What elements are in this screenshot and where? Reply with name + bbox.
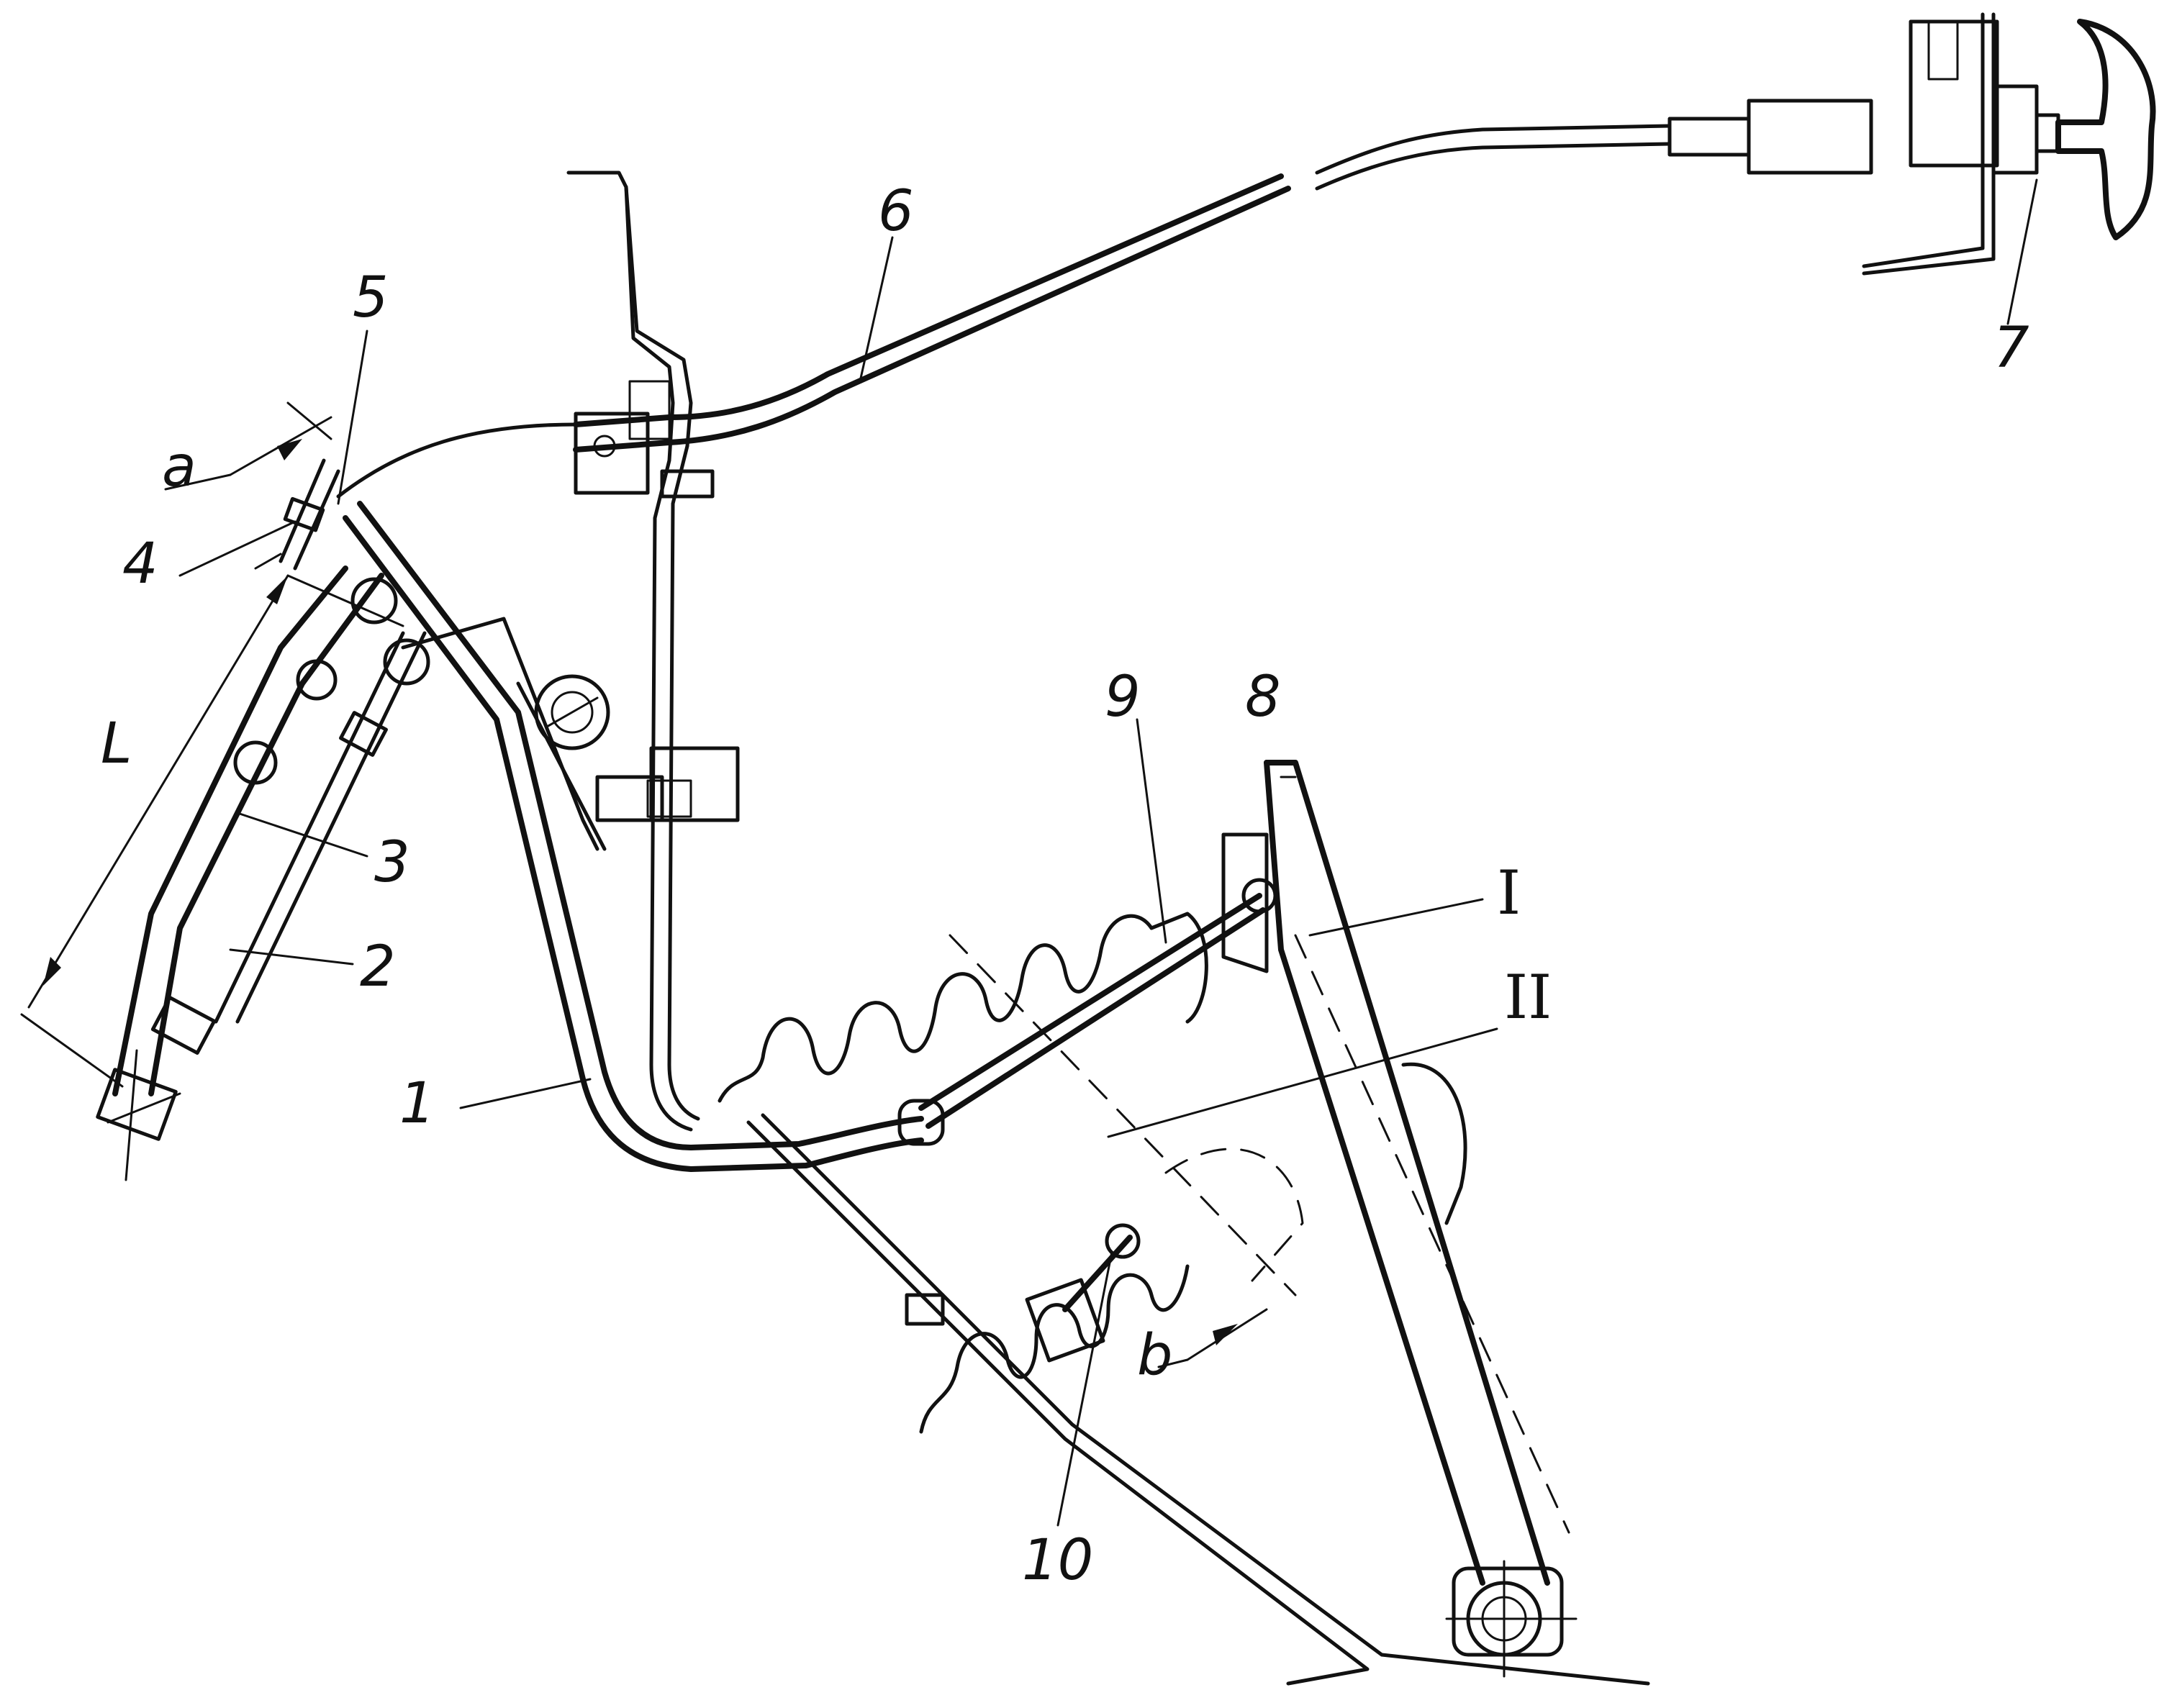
leader-9 <box>1136 718 1167 944</box>
leader-lines <box>178 178 2038 1527</box>
label-II: II <box>1504 962 1552 1032</box>
protective-boot <box>718 912 1297 1434</box>
label-7: 7 <box>1993 316 2029 381</box>
leader-3 <box>236 812 368 858</box>
leader-5 <box>337 330 368 505</box>
leader-2 <box>229 948 354 966</box>
leader-II <box>1107 1027 1498 1138</box>
label-6: 6 <box>878 179 914 244</box>
label-I: I <box>1497 858 1521 928</box>
label-a: a <box>162 435 196 499</box>
leader-10 <box>1056 1250 1113 1527</box>
dimension-b <box>1157 1308 1268 1368</box>
label-2: 2 <box>360 935 396 999</box>
leader-I <box>1308 898 1484 937</box>
label-10: 10 <box>1022 1528 1093 1593</box>
dimension-L <box>20 574 404 1088</box>
floor-plate <box>746 1113 1650 1686</box>
return-lever <box>897 760 1570 1586</box>
label-3: 3 <box>374 830 410 895</box>
callout-labels: a 4 5 6 7 L 3 2 1 9 8 I II b 10 <box>101 179 2029 1593</box>
label-b: b <box>1137 1323 1173 1388</box>
leader-1 <box>459 1078 592 1109</box>
mounting-bracket <box>566 171 740 1132</box>
label-1: 1 <box>399 1071 435 1136</box>
pedal-arm <box>96 565 430 1181</box>
pull-handle <box>1667 12 2156 276</box>
label-4: 4 <box>122 532 158 596</box>
label-9: 9 <box>1105 665 1141 730</box>
pivot-adjuster <box>254 458 340 571</box>
label-L: L <box>101 712 132 776</box>
adjusting-bolt <box>1025 1148 1304 1363</box>
leader-4 <box>178 520 297 577</box>
leader-7 <box>2006 178 2038 325</box>
leader-6 <box>859 236 894 383</box>
dimension-a <box>164 401 332 491</box>
pedal-lever <box>343 501 924 1172</box>
control-cable <box>336 124 1672 499</box>
label-5: 5 <box>353 265 389 330</box>
label-8: 8 <box>1245 665 1281 730</box>
